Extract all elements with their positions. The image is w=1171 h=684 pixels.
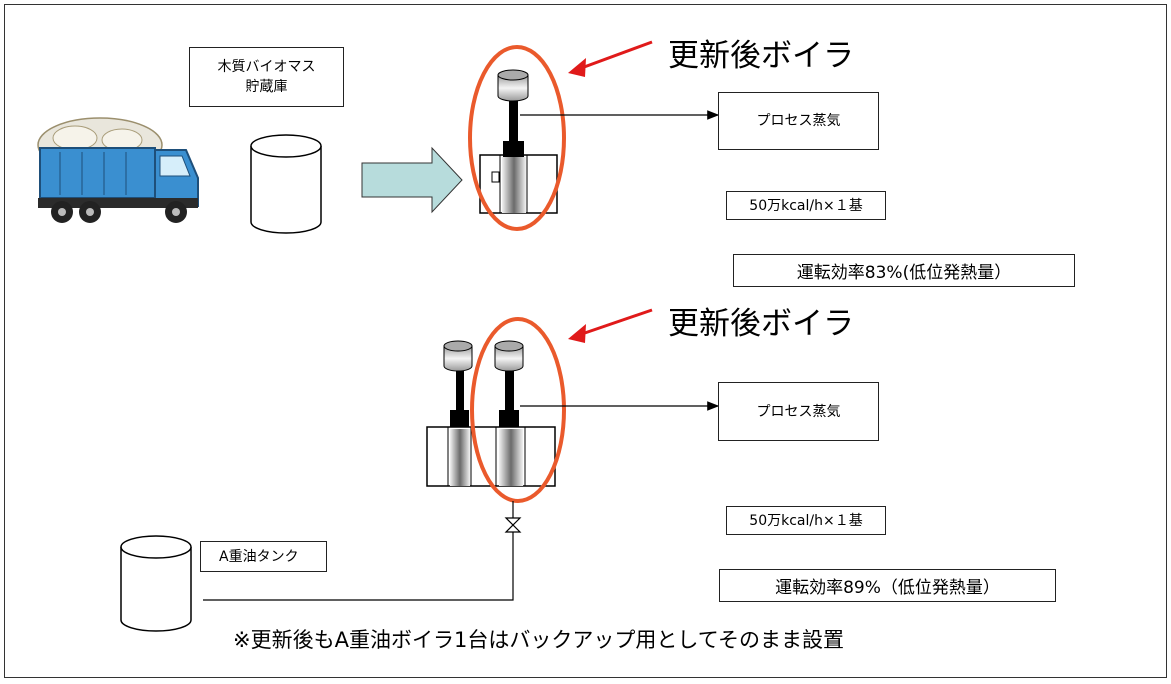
bottom-callout-label: 更新後ボイラ xyxy=(668,306,854,342)
top-efficiency-label: 運転効率83%(低位発熱量） xyxy=(733,254,1075,287)
oil-tank-label: A重油タンク xyxy=(200,541,327,572)
top-callout-arrow xyxy=(575,40,653,72)
top-callout-arrowhead xyxy=(568,58,586,77)
storage-silo-icon xyxy=(250,134,322,234)
bottom-boiler-pair-icon xyxy=(426,340,556,487)
valve-icon xyxy=(504,517,522,533)
bottom-efficiency-label: 運転効率89%（低位発熱量） xyxy=(719,569,1056,602)
bottom-boiler-highlight xyxy=(470,317,566,503)
bottom-callout-arrow xyxy=(575,308,653,338)
oil-tank-icon xyxy=(120,535,192,632)
top-boiler-icon xyxy=(479,69,558,214)
footnote: ※更新後もA重油ボイラ1台はバックアップ用としてそのまま設置 xyxy=(233,628,845,652)
bottom-callout-arrowhead xyxy=(568,324,586,343)
diagram-frame xyxy=(4,4,1167,678)
top-capacity-label: 50万kcal/h×１基 xyxy=(726,191,886,220)
top-callout-label: 更新後ボイラ xyxy=(668,38,854,74)
bottom-process-steam: プロセス蒸気 xyxy=(718,382,879,441)
storage-label: 木質バイオマス 貯蔵庫 xyxy=(189,47,344,107)
bottom-capacity-label: 50万kcal/h×１基 xyxy=(726,506,886,535)
top-process-steam: プロセス蒸気 xyxy=(718,92,879,150)
top-boiler-highlight xyxy=(468,45,566,231)
feed-arrow-icon xyxy=(361,146,463,214)
dump-truck-icon xyxy=(37,117,199,223)
